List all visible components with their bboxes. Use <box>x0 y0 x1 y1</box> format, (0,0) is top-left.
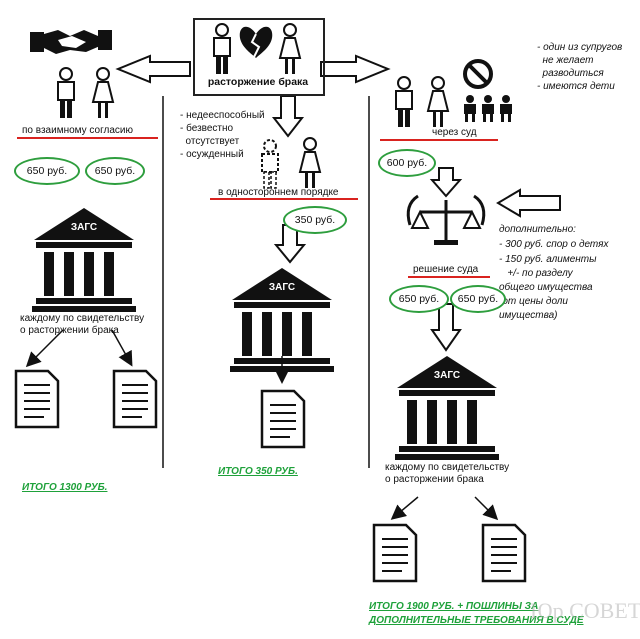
extra-line: (от цены доли <box>499 296 568 307</box>
kid-icon <box>482 95 494 122</box>
person-icon <box>57 67 75 119</box>
middle-fee: 350 руб. <box>283 206 347 234</box>
right-total-1: ИТОГО 1900 РУБ. + ПОШЛИНЫ ЗА <box>369 601 539 612</box>
right-condition: - имеются дети <box>537 81 615 92</box>
kid-icon <box>464 95 476 122</box>
watermark: Юр СОВЕТ <box>530 598 640 623</box>
arrow-icon <box>115 54 561 352</box>
person-icon <box>299 137 321 189</box>
person-icon <box>92 67 114 119</box>
left-fee-1: 650 руб. <box>14 157 80 185</box>
arrow-icon <box>25 329 64 368</box>
extra-line: - 150 руб. алименты <box>499 254 597 265</box>
middle-condition: отсутствует <box>180 136 240 147</box>
broken-heart-icon <box>239 26 273 58</box>
extra-line: общего имущества <box>499 282 593 293</box>
middle-total: ИТОГО 350 РУБ. <box>218 466 298 477</box>
person-icon <box>427 76 449 128</box>
court-fee: 600 руб. <box>378 149 436 177</box>
person-icon <box>261 139 279 189</box>
middle-label: в одностороннем порядке <box>218 187 339 198</box>
right-fee-1: 650 руб. <box>389 285 449 313</box>
person-icon <box>395 76 413 128</box>
right-underline <box>380 139 498 141</box>
document-icon <box>372 523 418 583</box>
middle-condition: - осужденный <box>180 149 244 160</box>
right-note-1: каждому по свидетельству <box>385 462 510 473</box>
middle-zags-label: ЗАГС <box>268 282 296 293</box>
decision-underline <box>408 276 490 278</box>
left-total: ИТОГО 1300 РУБ. <box>22 482 108 493</box>
document-icon <box>14 369 60 429</box>
extra-line: имущества) <box>499 310 558 321</box>
left-zags-label: ЗАГС <box>70 222 98 233</box>
extra-line: +/- по разделу <box>499 268 573 279</box>
left-note-1: каждому по свидетельству <box>20 313 145 324</box>
document-icon <box>481 523 527 583</box>
divorce-title-box <box>193 18 325 96</box>
right-zags-label: ЗАГС <box>433 370 461 381</box>
arrow-icon <box>111 329 133 367</box>
scales-icon <box>406 194 486 245</box>
left-note-2: о расторжении брака <box>20 325 119 336</box>
document-icon <box>112 369 158 429</box>
right-total-2: ДОПОЛНИТЕЛЬНЫЕ ТРЕБОВАНИЯ В СУДЕ <box>369 615 584 626</box>
middle-underline <box>210 198 358 200</box>
arrow-icon <box>390 496 419 520</box>
kid-icon <box>500 95 512 122</box>
right-condition: - один из супругов <box>537 42 623 53</box>
right-condition: не желает <box>537 55 594 66</box>
middle-condition: - безвестно <box>180 123 234 134</box>
right-fee-2: 650 руб. <box>450 285 506 313</box>
extra-line: дополнительно: <box>499 224 576 235</box>
right-label: через суд <box>432 127 477 138</box>
left-label: по взаимному согласию <box>22 125 133 136</box>
divorce-title: расторжение брака <box>207 76 309 88</box>
left-fee-2: 650 руб. <box>85 157 145 185</box>
court-decision: решение суда <box>413 264 479 275</box>
prohibition-icon <box>463 59 493 89</box>
right-note-2: о расторжении брака <box>385 474 484 485</box>
right-condition: разводиться <box>537 68 604 79</box>
extra-line: - 300 руб. спор о детях <box>499 239 609 250</box>
handshake-icon <box>30 30 112 54</box>
document-icon <box>260 389 306 449</box>
left-underline <box>17 137 158 139</box>
arrow-icon <box>474 496 499 521</box>
middle-condition: - недееспособный <box>180 110 265 121</box>
